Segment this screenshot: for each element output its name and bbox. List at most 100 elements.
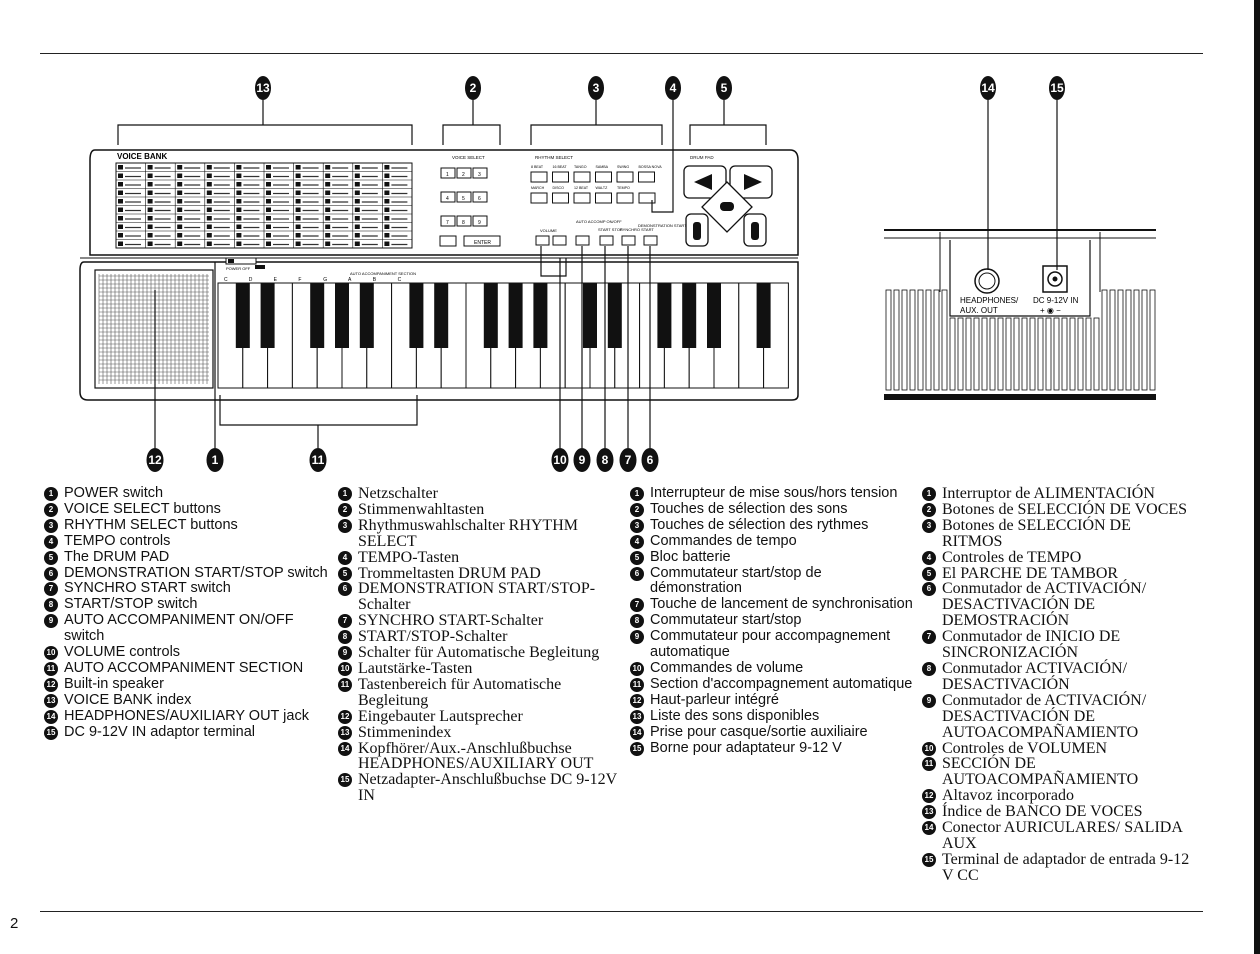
callout-marker: 11 (309, 448, 327, 472)
voice-key-button[interactable]: 6 (472, 191, 488, 203)
voice-key-button[interactable]: 8 (456, 215, 472, 227)
black-key[interactable] (682, 283, 697, 348)
black-key[interactable] (533, 283, 548, 348)
voice-key-button[interactable]: 1 (440, 167, 456, 179)
item-text: Stimmenwahltasten (358, 500, 485, 518)
black-key[interactable] (409, 283, 424, 348)
item-number-badge: 11 (338, 677, 352, 692)
volume-down-button[interactable] (535, 235, 550, 246)
item-text: The DRUM PAD (64, 548, 170, 565)
rhythm-button[interactable]: 8 BEAT (530, 165, 548, 183)
rhythm-button[interactable]: TEMPO (616, 186, 634, 204)
callout-marker: 2 (465, 76, 481, 100)
item-number-badge: 15 (44, 725, 58, 740)
speaker-grille (94, 269, 214, 389)
auto-accomp-switch[interactable] (575, 235, 590, 246)
callout-number: 11 (312, 453, 325, 467)
black-key[interactable] (310, 283, 325, 348)
callout-marker: 4 (665, 76, 681, 100)
black-key[interactable] (607, 283, 622, 348)
rhythm-select-label: RHYTHM SELECT (535, 155, 573, 160)
item-number-badge: 4 (630, 534, 644, 549)
item-text: VOLUME controls (64, 644, 181, 661)
item-text: Terminal de adaptador de entrada 9-12 V … (942, 850, 1190, 884)
start-stop-switch[interactable] (599, 235, 614, 246)
item-text: START/STOP-Schalter (358, 628, 508, 646)
black-key[interactable] (359, 283, 374, 348)
rhythm-button[interactable]: DISCO (552, 186, 569, 204)
item-text: DEMONSTRATION START/STOP switch (64, 564, 328, 581)
rhythm-button[interactable]: TANGO (573, 165, 591, 183)
voice-key-button[interactable]: 9 (472, 215, 488, 227)
black-key[interactable] (483, 283, 498, 348)
item-text: Built-in speaker (64, 675, 164, 692)
rhythm-button[interactable]: 12 BEAT (573, 186, 591, 204)
black-key[interactable] (235, 283, 250, 348)
item-text: Prise pour casque/sortie auxiliaire (650, 723, 868, 740)
demonstration-switch[interactable] (643, 235, 658, 246)
black-key[interactable] (657, 283, 672, 348)
power-switch[interactable]: POWER OFF (225, 257, 265, 271)
item-text: Touche de lancement de synchronisation (650, 596, 913, 613)
rhythm-button[interactable]: WALTZ (595, 186, 612, 204)
item-number-badge: 2 (44, 502, 58, 517)
black-key[interactable] (707, 283, 721, 348)
voice-key-button[interactable]: 3 (472, 167, 488, 179)
voice-key-button[interactable]: 5 (456, 191, 472, 203)
voice-select-label: VOICE SELECT (452, 155, 485, 160)
bottom-rule (40, 911, 1203, 912)
synchro-start-switch[interactable] (621, 235, 636, 246)
rear-panel: HEADPHONES/ AUX. OUT DC 9-12V IN + ◉ − (884, 229, 1156, 400)
black-key[interactable] (335, 283, 349, 348)
callout-number: 3 (593, 81, 600, 95)
black-key[interactable] (260, 283, 275, 348)
callout-number: 10 (553, 453, 567, 467)
voice-key-button[interactable]: 2 (456, 167, 472, 179)
black-key[interactable] (583, 283, 597, 348)
voice-key-button[interactable]: 4 (440, 191, 456, 203)
item-number-badge: 3 (630, 518, 644, 533)
power-label: POWER OFF (226, 266, 251, 271)
voice-bank-index: VOICE BANK (115, 152, 413, 249)
item-number-badge: 10 (338, 661, 352, 676)
tempo-up-button[interactable] (638, 192, 656, 204)
voice-key-button[interactable]: 7 (440, 215, 456, 227)
rhythm-button[interactable]: 16 BEAT (552, 165, 569, 183)
black-key[interactable] (756, 283, 771, 348)
note-label: F (298, 277, 301, 283)
black-key[interactable] (508, 283, 523, 348)
item-number-badge: 12 (922, 789, 936, 804)
item-number-badge: 5 (338, 566, 352, 581)
callout-number: 13 (256, 81, 270, 95)
rhythm-button[interactable]: SAMBA (595, 165, 612, 183)
item-number-badge: 11 (922, 757, 936, 772)
rhythm-button[interactable]: BOSSA NOVA (638, 165, 663, 183)
volume-up-button[interactable] (552, 235, 567, 246)
rhythm-button[interactable]: MARCH (530, 186, 548, 204)
voice-key-1-bottom[interactable] (439, 235, 457, 247)
item-number-badge: 2 (922, 502, 936, 517)
enter-button[interactable] (463, 235, 501, 247)
item-text: Stimmenindex (358, 723, 452, 741)
black-key[interactable] (434, 283, 449, 348)
rhythm-button[interactable]: SWING (616, 165, 634, 183)
callout-number: 5 (721, 81, 728, 95)
